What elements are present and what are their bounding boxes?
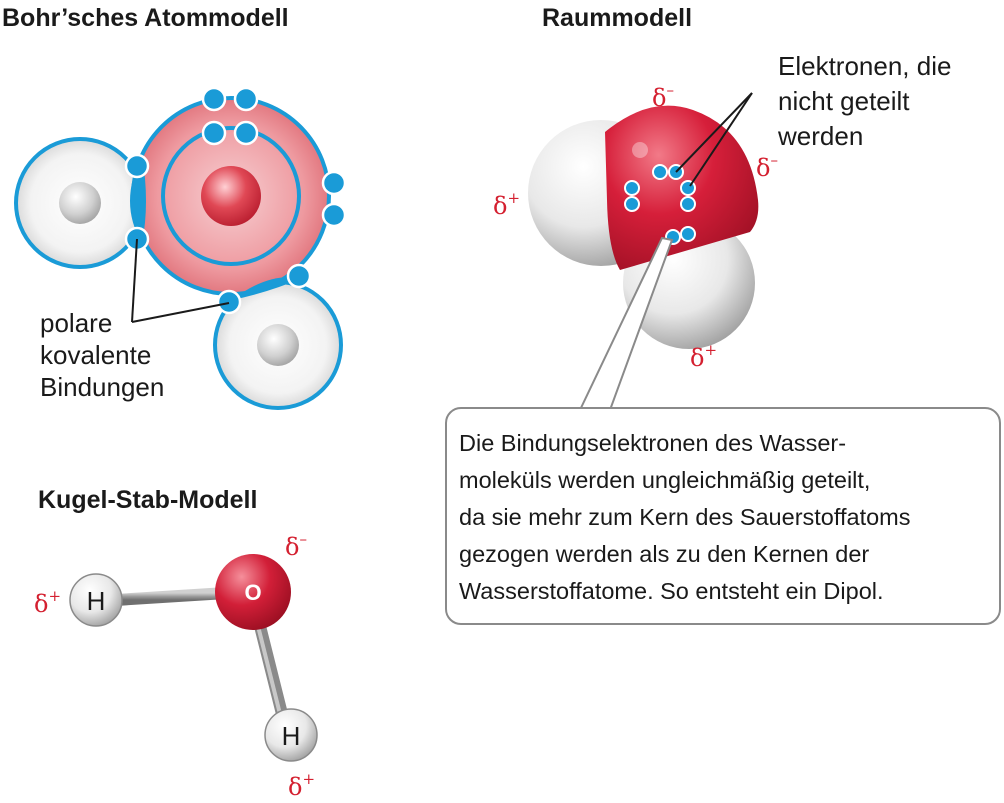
delta-minus-space-right: δ– (756, 151, 778, 182)
ball-hydrogen-bottom: H (264, 708, 318, 762)
space-filling-model: Raummodell Elektronen, die nicht geteilt… (528, 4, 951, 411)
oxygen-label: O (244, 580, 261, 605)
bohr-electrons (124, 86, 347, 315)
oxygen-highlight (632, 142, 648, 158)
bohr-title: Bohr’sches Atommodell (2, 4, 289, 32)
info-line-1: Die Bindungselektronen des Wasser- (459, 430, 847, 456)
info-line-4: gezogen werden als zu den Kernen der (459, 541, 870, 567)
partial-charges: δ– δ– δ+ δ+ δ– δ+ δ+ (34, 81, 778, 801)
delta-plus-ball-left: δ+ (34, 587, 61, 618)
kugel-stab-title: Kugel-Stab-Modell (38, 486, 257, 514)
delta-minus-space-top: δ– (652, 81, 674, 112)
bohr-oxygen-atom (131, 96, 331, 296)
delta-minus-ball-oxygen: δ– (285, 530, 307, 561)
raummodell-title: Raummodell (542, 4, 692, 32)
bohr-hydrogen-left (14, 137, 146, 269)
bond-label-line-1: polare (40, 308, 112, 338)
lone-pair-label-line-3: werden (777, 121, 863, 151)
delta-plus-space-left: δ+ (493, 189, 520, 220)
bond-label-line-3: Bindungen (40, 372, 164, 402)
bond-label-line-2: kovalente (40, 340, 151, 370)
info-callout-box: Die Bindungselektronen des Wasser- molek… (445, 407, 1001, 625)
lone-pair-label-line-2: nicht geteilt (778, 86, 910, 116)
lone-pair-label-line-1: Elektronen, die (778, 51, 951, 81)
info-line-3: da sie mehr zum Kern des Sauerstoffatoms (459, 504, 911, 530)
info-line-5: Wasserstoffatome. So entsteht ein Dipol. (459, 578, 884, 604)
ball-oxygen: O (215, 554, 291, 630)
ball-stick-model: Kugel-Stab-Modell H O H (38, 486, 318, 762)
bond-stick-left (110, 587, 232, 606)
lone-pair-leader-lines (675, 92, 753, 187)
bond-leader-lines (131, 238, 230, 323)
bohr-model: Bohr’sches Atommodell (2, 4, 347, 410)
hydrogen-left-label: H (87, 586, 106, 616)
delta-plus-space-bottom: δ+ (690, 341, 717, 372)
hydrogen-bottom-label: H (282, 721, 301, 751)
ball-hydrogen-left: H (69, 573, 123, 627)
bond-overlap-bottom (232, 276, 302, 300)
info-line-2: moleküls werden ungleichmäßig geteilt, (459, 467, 871, 493)
delta-plus-ball-bottom: δ+ (288, 770, 315, 801)
